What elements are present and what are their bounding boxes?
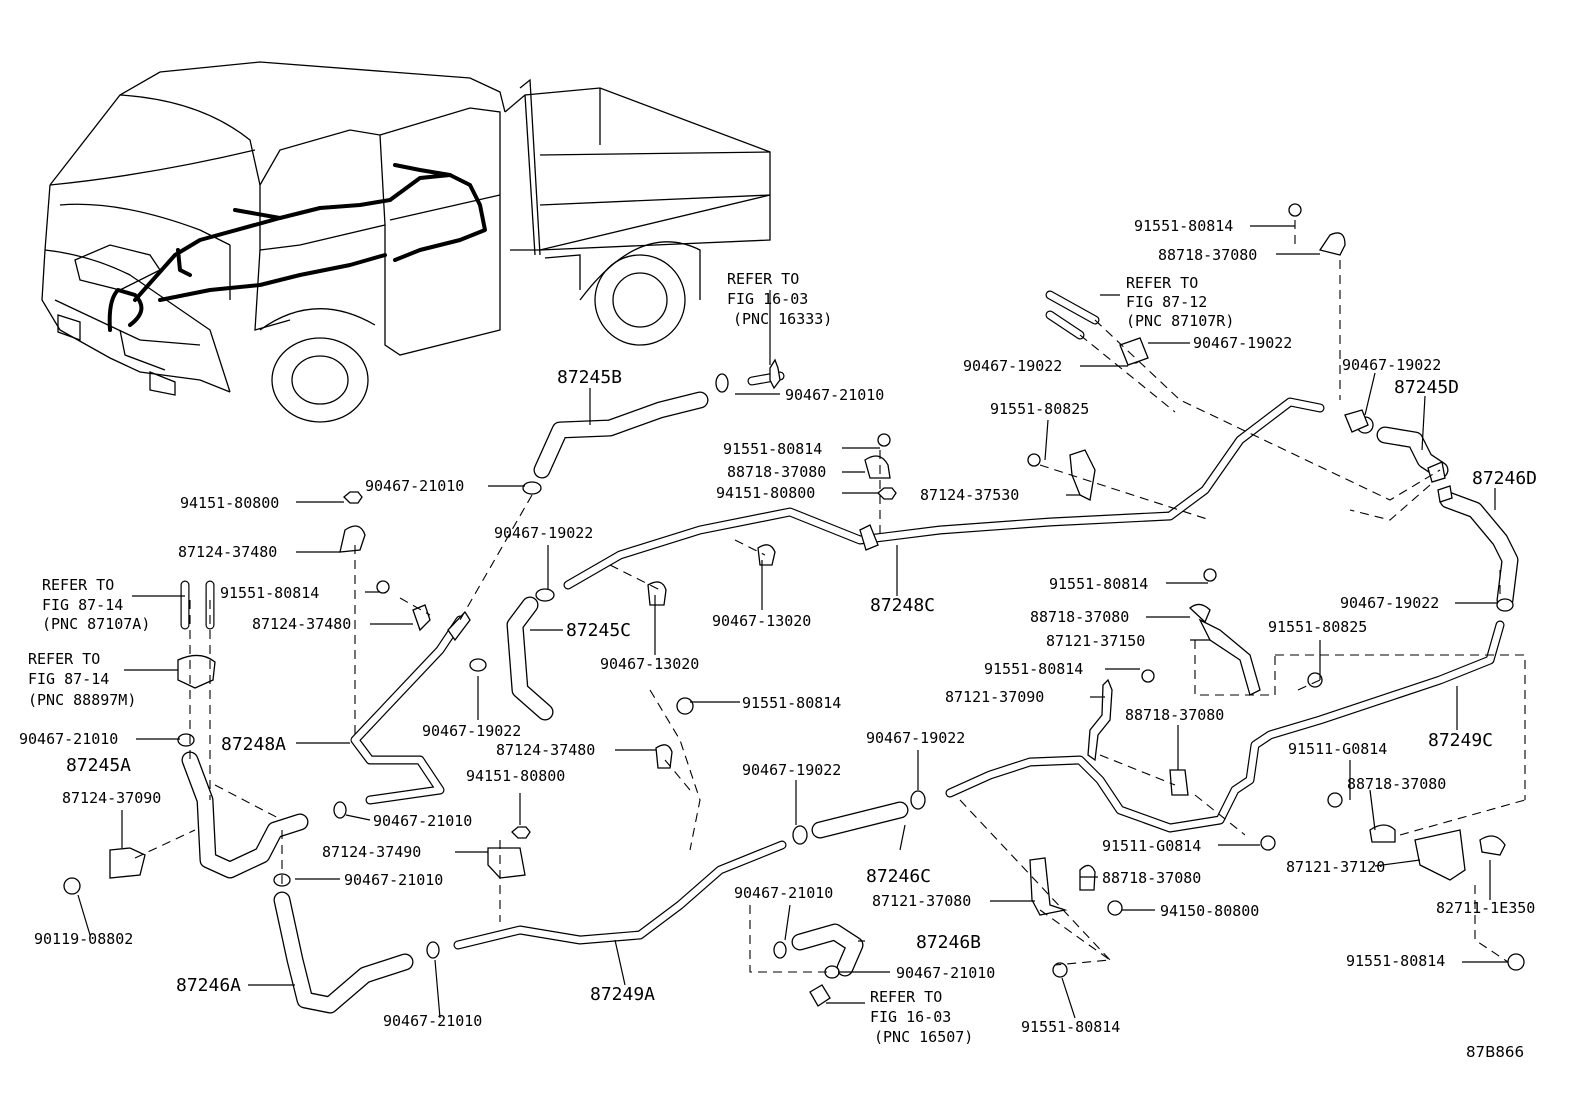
hose-87246D [1439, 491, 1519, 609]
pipe-87248A [350, 615, 465, 805]
hose-87245A [181, 751, 309, 879]
refer-fig-16-03-b-line1: REFER TO [870, 988, 942, 1006]
label-91551-80814[interactable]: 91551-80814 [1021, 1018, 1120, 1036]
hardware-parts [63, 203, 1525, 1007]
label-87246C[interactable]: 87246C [866, 866, 931, 887]
refer-fig-87-12-line1: REFER TO [1126, 274, 1198, 292]
refer-fig-87-14-a-line3: (PNC 87107A) [42, 615, 150, 633]
refer-fig-87-14-b-line2[interactable]: FIG 87-14 [28, 670, 109, 688]
label-90467-21010[interactable]: 90467-21010 [365, 477, 464, 495]
label-87249A[interactable]: 87249A [590, 984, 655, 1005]
label-91511-G0814[interactable]: 91511-G0814 [1102, 837, 1201, 855]
hose-87246B [791, 923, 864, 977]
label-87124-37090[interactable]: 87124-37090 [62, 789, 161, 807]
refer-fig-87-14-b-line3: (PNC 88897M) [28, 691, 136, 709]
pipe-refer-top [180, 290, 1100, 630]
label-91551-80814[interactable]: 91551-80814 [1049, 575, 1148, 593]
label-87121-37090[interactable]: 87121-37090 [945, 688, 1044, 706]
label-91551-80814[interactable]: 91551-80814 [1346, 952, 1445, 970]
label-87245B[interactable]: 87245B [557, 367, 622, 388]
label-91551-80814[interactable]: 91551-80814 [984, 660, 1083, 678]
label-87245D[interactable]: 87245D [1394, 377, 1459, 398]
label-88718-37080[interactable]: 88718-37080 [1347, 775, 1446, 793]
label-91551-80825[interactable]: 91551-80825 [990, 400, 1089, 418]
hose-87245B [533, 391, 709, 479]
label-87124-37490[interactable]: 87124-37490 [322, 843, 421, 861]
refer-fig-87-14-a-line1: REFER TO [42, 576, 114, 594]
hose-87245D [1376, 426, 1449, 479]
label-88718-37080[interactable]: 88718-37080 [1125, 706, 1224, 724]
label-87121-37150[interactable]: 87121-37150 [1046, 632, 1145, 650]
refer-fig-87-12-line3: (PNC 87107R) [1126, 312, 1234, 330]
refer-fig-16-03-a-line2[interactable]: FIG 16-03 [727, 290, 808, 308]
label-94151-80800[interactable]: 94151-80800 [466, 767, 565, 785]
label-90467-19022[interactable]: 90467-19022 [422, 722, 521, 740]
label-87248C[interactable]: 87248C [870, 595, 935, 616]
label-90467-13020[interactable]: 90467-13020 [712, 612, 811, 630]
label-88718-37080[interactable]: 88718-37080 [1030, 608, 1129, 626]
label-94151-80800[interactable]: 94151-80800 [180, 494, 279, 512]
label-87245A[interactable]: 87245A [66, 755, 131, 776]
label-91551-80825[interactable]: 91551-80825 [1268, 618, 1367, 636]
label-88718-37080[interactable]: 88718-37080 [1102, 869, 1201, 887]
label-87245C[interactable]: 87245C [566, 620, 631, 641]
pipe-87249C [945, 620, 1505, 833]
label-90467-19022[interactable]: 90467-19022 [742, 761, 841, 779]
refer-fig-87-14-b-line1: REFER TO [28, 650, 100, 668]
refer-fig-16-03-a-line1: REFER TO [727, 270, 799, 288]
label-90467-19022[interactable]: 90467-19022 [866, 729, 965, 747]
label-90467-19022[interactable]: 90467-19022 [494, 524, 593, 542]
pipe-87249A [453, 840, 787, 950]
label-87121-37080[interactable]: 87121-37080 [872, 892, 971, 910]
label-87248A[interactable]: 87248A [221, 734, 286, 755]
pipe-87248C [563, 397, 1325, 590]
label-87246B[interactable]: 87246B [916, 932, 981, 953]
label-90467-19022[interactable]: 90467-19022 [1342, 356, 1441, 374]
refer-fig-87-12-line2[interactable]: FIG 87-12 [1126, 293, 1207, 311]
label-87246A[interactable]: 87246A [176, 975, 241, 996]
part-labels: 91551-80814 88718-37080 REFER TO FIG 87-… [19, 217, 1537, 1061]
label-90467-21010[interactable]: 90467-21010 [896, 964, 995, 982]
label-87124-37480[interactable]: 87124-37480 [252, 615, 351, 633]
hose-87246A [273, 891, 414, 1014]
label-87121-37120[interactable]: 87121-37120 [1286, 858, 1385, 876]
label-87124-37480[interactable]: 87124-37480 [178, 543, 277, 561]
label-90467-19022[interactable]: 90467-19022 [963, 357, 1062, 375]
diagram-code: 87B866 [1466, 1043, 1524, 1061]
truck-illustration [41, 61, 771, 423]
label-90467-13020[interactable]: 90467-13020 [600, 655, 699, 673]
label-91511-G0814[interactable]: 91511-G0814 [1288, 740, 1387, 758]
label-91551-80814[interactable]: 91551-80814 [742, 694, 841, 712]
label-94150-80800[interactable]: 94150-80800 [1160, 902, 1259, 920]
label-90467-21010[interactable]: 90467-21010 [383, 1012, 482, 1030]
label-87124-37480[interactable]: 87124-37480 [496, 741, 595, 759]
refer-fig-16-03-a-line3: (PNC 16333) [733, 310, 832, 328]
label-90467-21010[interactable]: 90467-21010 [344, 871, 443, 889]
refer-fig-87-14-a-line2[interactable]: FIG 87-14 [42, 596, 123, 614]
label-87246D[interactable]: 87246D [1472, 468, 1537, 489]
label-82711-1E350[interactable]: 82711-1E350 [1436, 899, 1535, 917]
label-90467-19022[interactable]: 90467-19022 [1340, 594, 1439, 612]
label-88718-37080[interactable]: 88718-37080 [1158, 246, 1257, 264]
label-91551-80814[interactable]: 91551-80814 [220, 584, 319, 602]
label-88718-37080[interactable]: 88718-37080 [727, 463, 826, 481]
leader-lines [77, 220, 1526, 1019]
label-94151-80800[interactable]: 94151-80800 [716, 484, 815, 502]
label-90467-21010[interactable]: 90467-21010 [19, 730, 118, 748]
refer-fig-16-03-b-line3: (PNC 16507) [874, 1028, 973, 1046]
refer-fig-16-03-b-line2[interactable]: FIG 16-03 [870, 1008, 951, 1026]
hose-87245C [506, 596, 554, 721]
hose-87246C [811, 801, 909, 839]
label-90119-08802[interactable]: 90119-08802 [34, 930, 133, 948]
label-87249C[interactable]: 87249C [1428, 730, 1493, 751]
label-87124-37530[interactable]: 87124-37530 [920, 486, 1019, 504]
label-90467-21010[interactable]: 90467-21010 [734, 884, 833, 902]
label-91551-80814[interactable]: 91551-80814 [723, 440, 822, 458]
label-90467-21010[interactable]: 90467-21010 [785, 386, 884, 404]
label-90467-21010[interactable]: 90467-21010 [373, 812, 472, 830]
label-91551-80814[interactable]: 91551-80814 [1134, 217, 1233, 235]
label-90467-19022[interactable]: 90467-19022 [1193, 334, 1292, 352]
